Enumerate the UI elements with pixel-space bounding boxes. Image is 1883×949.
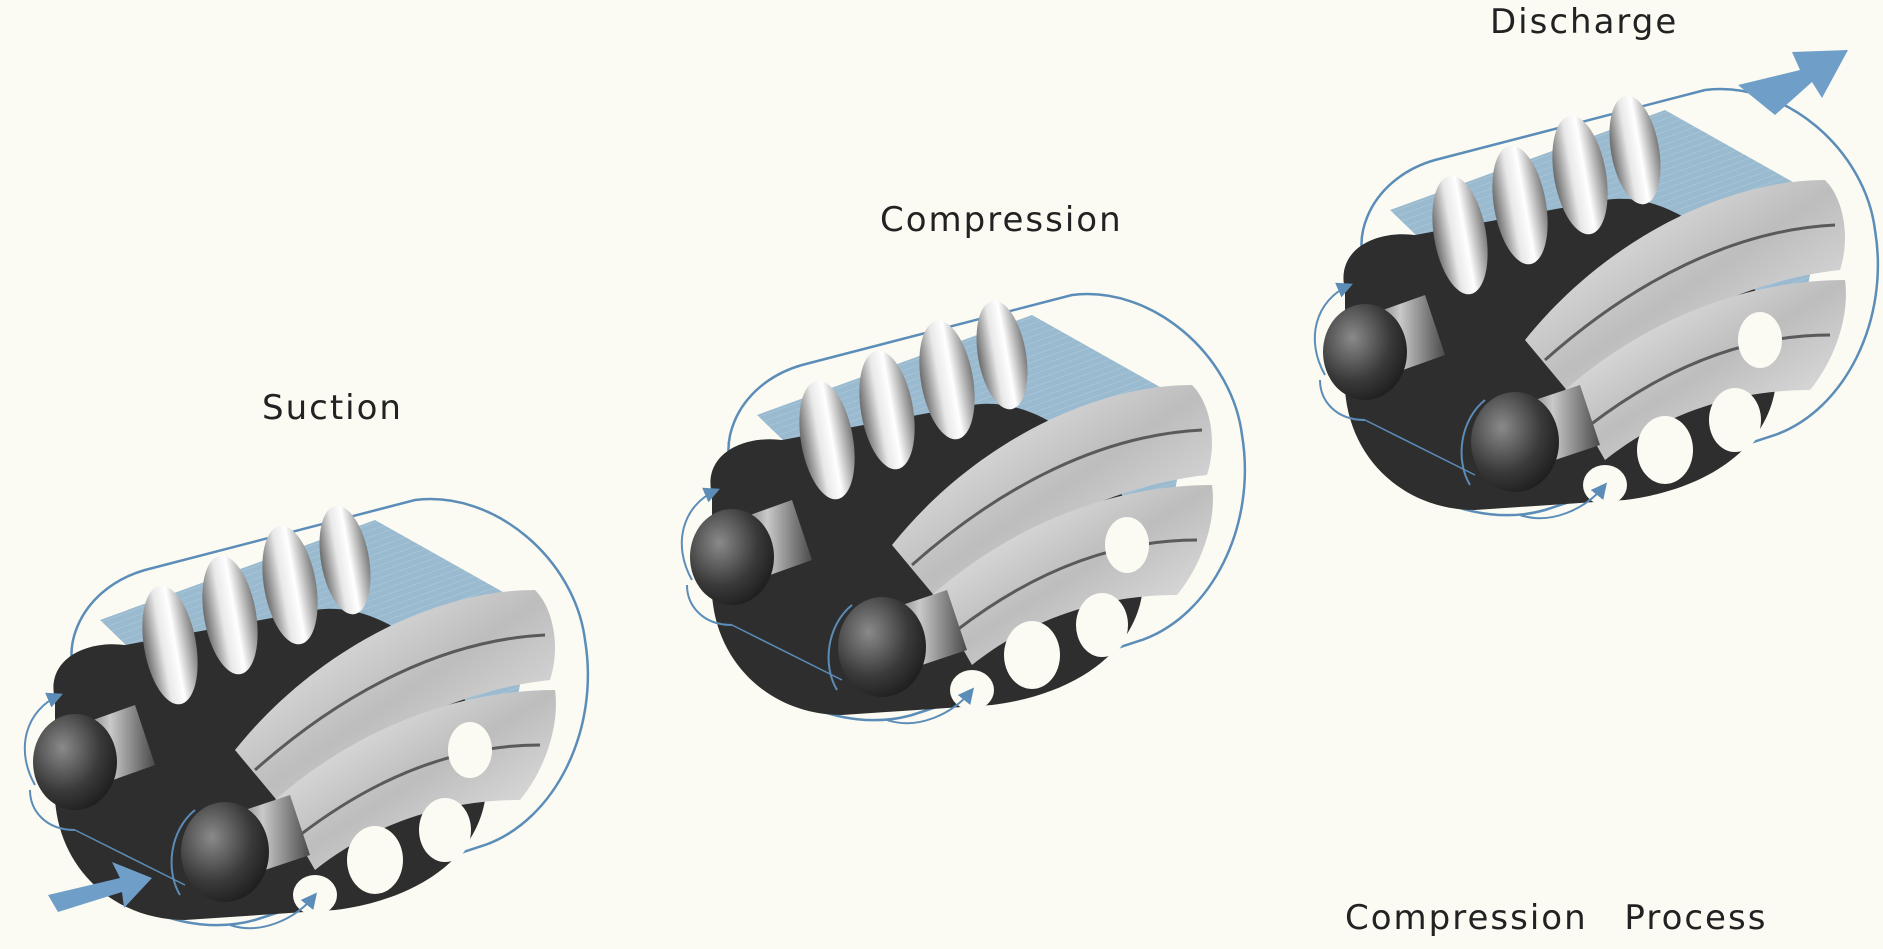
discharge-arrow-icon	[1738, 50, 1848, 115]
discharge-rotor-assembly	[1315, 89, 1878, 518]
diagram-caption: Compression Process	[1345, 898, 1768, 938]
compression-label: Compression	[880, 200, 1123, 240]
compression-rotor-assembly	[682, 294, 1245, 723]
discharge-label: Discharge	[1490, 2, 1679, 42]
suction-label: Suction	[262, 388, 403, 428]
suction-arrow-icon	[48, 862, 152, 912]
suction-rotor-assembly	[25, 499, 588, 928]
